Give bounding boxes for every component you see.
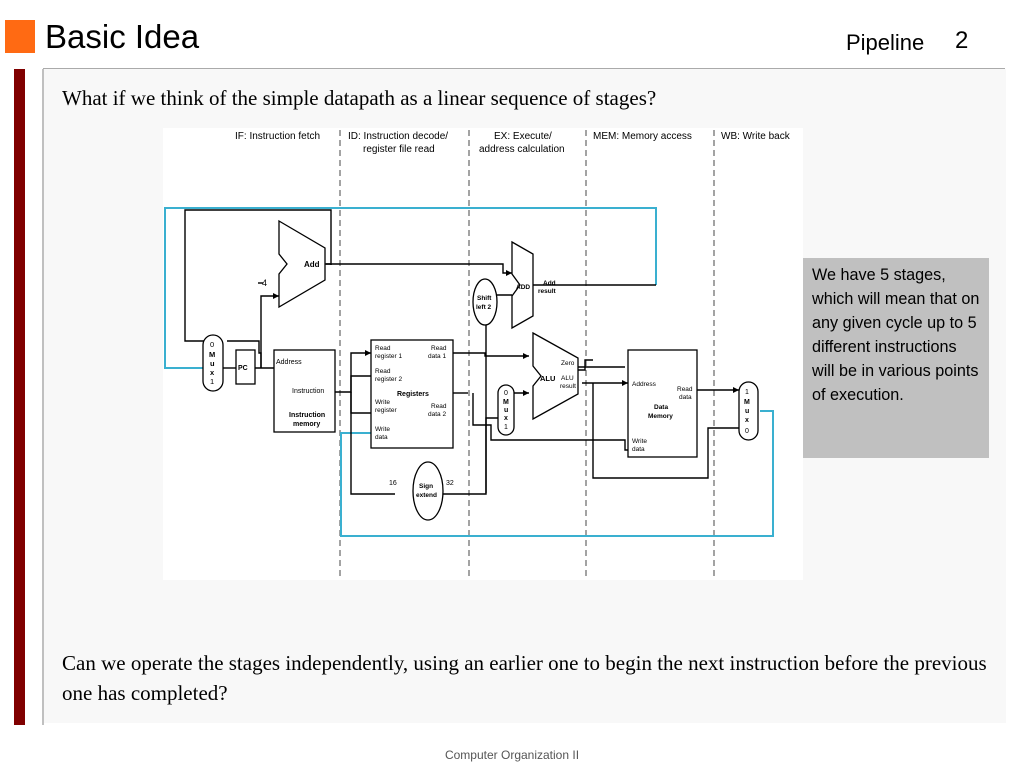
svg-text:M: M <box>744 399 750 406</box>
stage-mem-label: MEM: Memory access <box>593 131 692 142</box>
stage-ex-label-2: address calculation <box>479 144 565 155</box>
stages-callout: We have 5 stages, which will mean that o… <box>803 258 989 458</box>
svg-text:Address: Address <box>632 381 657 388</box>
alu: ALU Zero ALU result <box>532 331 579 421</box>
question-bottom: Can we operate the stages independently,… <box>62 651 987 705</box>
svg-text:16: 16 <box>389 480 397 487</box>
svg-text:data: data <box>632 446 645 453</box>
svg-text:Shift: Shift <box>477 295 492 302</box>
svg-text:Write: Write <box>375 426 390 433</box>
svg-text:Instruction: Instruction <box>289 412 325 419</box>
svg-text:Write: Write <box>632 438 647 445</box>
svg-text:x: x <box>745 417 749 424</box>
svg-text:Add: Add <box>543 280 556 287</box>
svg-text:register 2: register 2 <box>375 376 402 383</box>
svg-text:x: x <box>504 415 508 422</box>
svg-text:left 2: left 2 <box>476 304 492 311</box>
footer-text: Computer Organization II <box>444 748 580 762</box>
svg-text:ALU: ALU <box>561 375 574 382</box>
svg-text:data 2: data 2 <box>428 411 446 418</box>
instruction-memory: Address Instruction Instruction memory <box>273 349 336 433</box>
svg-text:1: 1 <box>745 389 749 396</box>
header-rule <box>43 68 1005 69</box>
svg-text:Address: Address <box>276 359 302 366</box>
svg-text:Zero: Zero <box>561 360 575 367</box>
svg-text:Memory: Memory <box>648 413 673 420</box>
svg-text:M: M <box>503 399 509 406</box>
svg-text:0: 0 <box>745 428 749 435</box>
section-label: Pipeline <box>846 30 925 55</box>
svg-text:Sign: Sign <box>419 483 433 490</box>
svg-text:Registers: Registers <box>397 391 429 398</box>
svg-text:ALU: ALU <box>540 374 555 383</box>
constant-four: 4 <box>262 278 267 288</box>
svg-text:u: u <box>504 407 508 414</box>
pc-adder: Add 4 <box>262 219 326 309</box>
data-memory: Address Read data Data Memory Write data <box>627 349 698 458</box>
svg-text:Read: Read <box>375 368 391 375</box>
shift-left-unit: Shift left 2 <box>472 278 498 326</box>
svg-text:result: result <box>538 288 557 295</box>
svg-text:Read: Read <box>677 386 693 393</box>
svg-text:Read: Read <box>431 345 447 352</box>
feedback-wires <box>164 207 774 537</box>
svg-text:Read: Read <box>431 403 447 410</box>
svg-text:Read: Read <box>375 345 391 352</box>
stage-id-label-2: register file read <box>363 144 435 155</box>
svg-text:ADD: ADD <box>516 284 530 291</box>
svg-text:result: result <box>560 383 576 390</box>
svg-text:PC: PC <box>238 365 248 372</box>
write-back-mux: 1 M u x 0 <box>738 381 759 441</box>
svg-text:Data: Data <box>654 404 668 411</box>
program-counter: PC <box>235 349 256 385</box>
svg-text:0: 0 <box>504 390 508 397</box>
svg-text:u: u <box>210 359 215 368</box>
pipeline-datapath-diagram: IF: Instruction fetch ID: Instruction de… <box>163 128 803 580</box>
title-marker <box>5 20 35 53</box>
question-top: What if we think of the simple datapath … <box>62 86 657 110</box>
left-divider <box>42 69 44 725</box>
svg-text:1: 1 <box>504 424 508 431</box>
sign-extend-unit: Sign extend 16 32 <box>389 461 454 521</box>
svg-text:u: u <box>745 408 749 415</box>
svg-text:Instruction: Instruction <box>292 388 324 395</box>
svg-text:extend: extend <box>416 492 437 499</box>
svg-text:register 1: register 1 <box>375 353 402 360</box>
svg-text:Add: Add <box>304 260 320 269</box>
branch-adder: ADD Add result <box>511 240 557 330</box>
page-number: 2 <box>955 27 969 54</box>
svg-text:32: 32 <box>446 480 454 487</box>
svg-text:memory: memory <box>293 421 320 428</box>
svg-text:Write: Write <box>375 399 390 406</box>
slide-title: Basic Idea <box>45 18 200 55</box>
svg-text:data 1: data 1 <box>428 353 446 360</box>
svg-text:data: data <box>679 394 692 401</box>
datapath-wires <box>184 209 739 495</box>
svg-text:M: M <box>209 350 215 359</box>
svg-text:0: 0 <box>210 340 214 349</box>
register-file: Read register 1 Read register 2 Write re… <box>370 339 454 449</box>
left-accent-bar <box>14 69 25 725</box>
stage-if-label: IF: Instruction fetch <box>235 131 320 142</box>
svg-text:1: 1 <box>210 377 214 386</box>
alu-source-mux: 0 M u x 1 <box>497 384 515 436</box>
stage-ex-label-1: EX: Execute/ <box>494 131 552 142</box>
svg-text:data: data <box>375 434 388 441</box>
pc-mux: 0 M u x 1 <box>202 334 224 392</box>
svg-text:x: x <box>210 368 215 377</box>
stage-wb-label: WB: Write back <box>721 131 791 142</box>
svg-text:register: register <box>375 407 398 414</box>
stage-id-label-1: ID: Instruction decode/ <box>348 131 448 142</box>
